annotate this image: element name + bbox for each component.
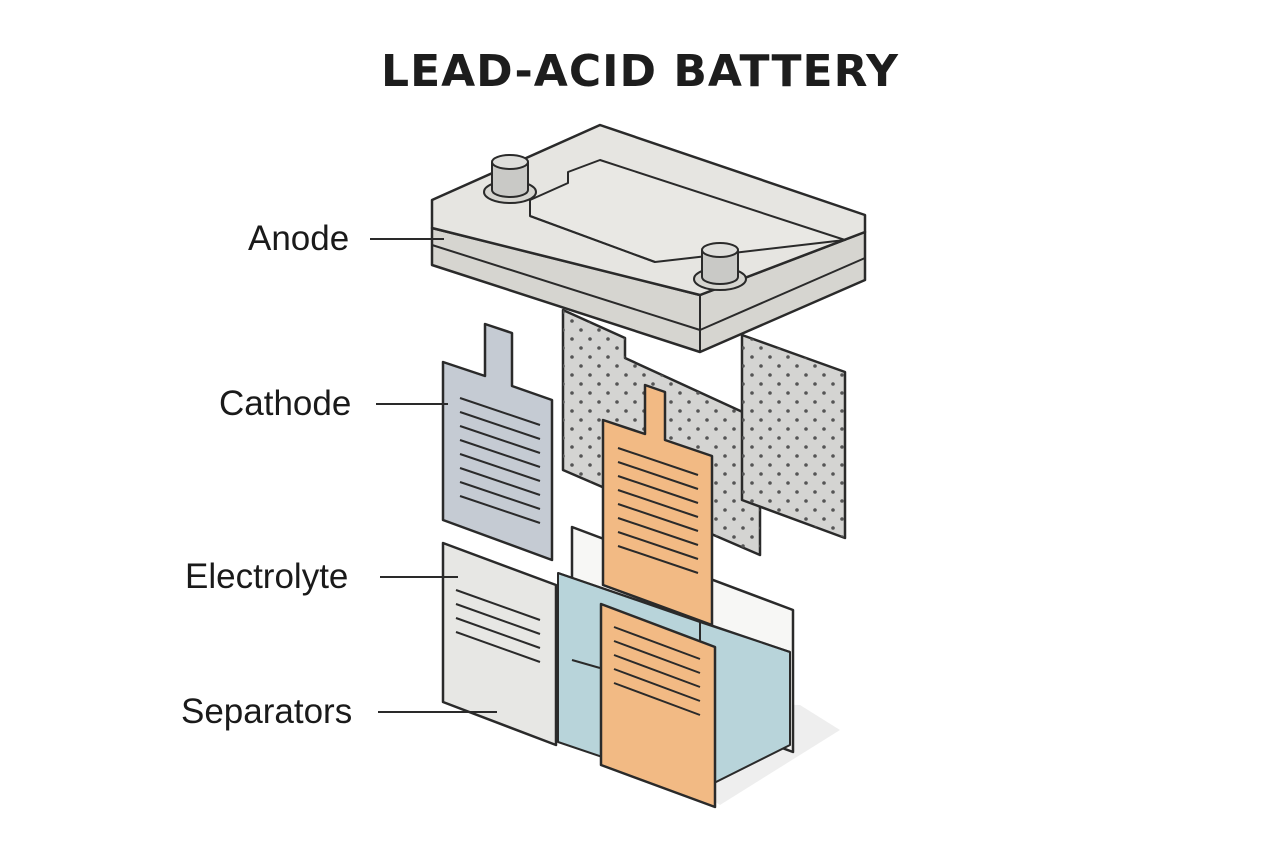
page-title: LEAD-ACID BATTERY (381, 46, 899, 97)
separators-label: Separators (181, 692, 353, 731)
terminal-left (483, 154, 537, 204)
separator-sheet (441, 541, 558, 747)
electrolyte-label: Electrolyte (185, 557, 349, 596)
battery-lid (430, 123, 867, 354)
anode-plate-upper (601, 383, 714, 627)
cathode-label: Cathode (219, 384, 352, 423)
cathode-plate (441, 322, 554, 562)
anode-plate-lower (599, 602, 717, 809)
perforated-sheet-right (740, 333, 847, 540)
terminal-right (693, 242, 747, 291)
anode-label: Anode (248, 219, 350, 258)
